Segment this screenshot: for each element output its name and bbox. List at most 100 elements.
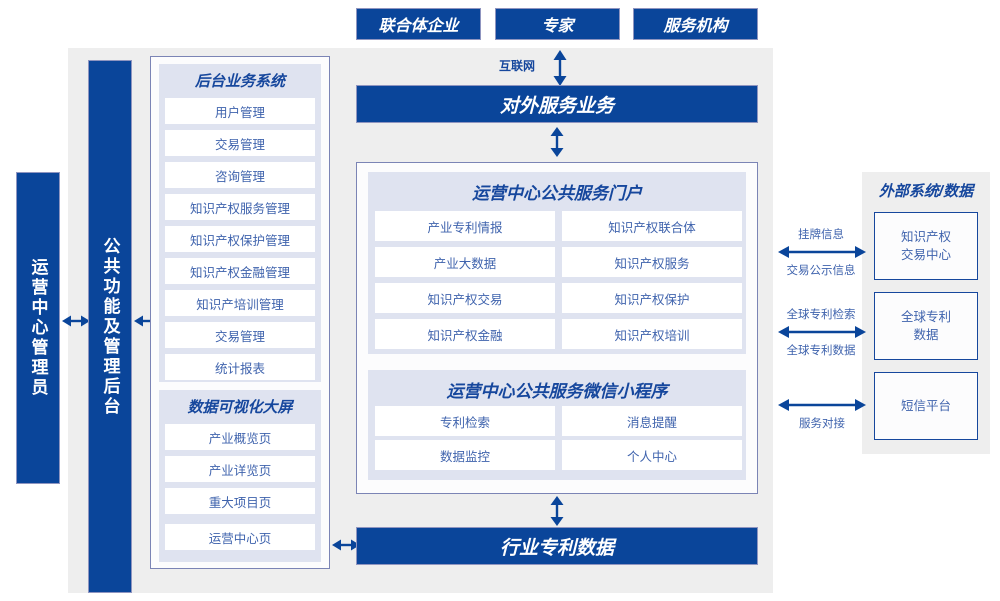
backend-item-2[interactable]: 咨询管理 [165, 162, 315, 188]
backend-item-8-label: 统计报表 [214, 361, 265, 376]
portal-item-0-label: 产业专利情报 [427, 220, 503, 235]
actor-bar-consortium[interactable]: 联合体企业 [356, 8, 481, 40]
actor-bar-service-org-label: 服务机构 [663, 18, 728, 35]
dataviz-title: 数据可视化大屏 [159, 392, 321, 420]
external-connector-1-label-below: 全球专利数据 [774, 342, 868, 358]
portal-to-bottom-arrow-icon [550, 496, 564, 526]
portal-item-4-label: 知识产权交易 [427, 292, 503, 307]
backend-item-0-label: 用户管理 [214, 105, 265, 120]
portal-item-5-label: 知识产权保护 [614, 292, 690, 307]
dataviz-item-0-label: 产业概览页 [208, 431, 272, 446]
backend-item-8[interactable]: 统计报表 [165, 354, 315, 380]
portal-item-2[interactable]: 产业大数据 [375, 247, 555, 277]
external-service-bar[interactable]: 对外服务业务 [356, 85, 758, 123]
external-systems-title: 外部系统/数据 [862, 178, 990, 202]
backend-item-4-label: 知识产权保护管理 [189, 233, 290, 248]
miniprogram-item-0[interactable]: 专利检索 [375, 406, 555, 436]
miniprogram-title-text: 运营中心公共服务微信小程序 [446, 381, 668, 401]
internet-label-text: 互联网 [498, 58, 535, 73]
external-connector-1-arrow-icon [778, 326, 866, 338]
backend-item-0[interactable]: 用户管理 [165, 98, 315, 124]
portal-item-7-label: 知识产权培训 [614, 328, 690, 343]
dataviz-item-1-label: 产业详览页 [208, 463, 272, 478]
backend-item-5[interactable]: 知识产权金融管理 [165, 258, 315, 284]
external-item-0-line2: 交易中心 [900, 248, 951, 262]
backend-item-7[interactable]: 交易管理 [165, 322, 315, 348]
external-connector-0-arrow-icon [778, 246, 866, 258]
external-systems-title-text: 外部系统/数据 [878, 182, 974, 200]
dataviz-item-3[interactable]: 运营中心页 [165, 524, 315, 550]
external-connector-0-label-above: 挂牌信息 [778, 226, 864, 242]
miniprogram-item-2[interactable]: 数据监控 [375, 440, 555, 470]
backend-item-2-label: 咨询管理 [214, 169, 265, 184]
backend-item-6-label: 知识产培训管理 [196, 297, 284, 312]
rail-common-functions-label: 公共功能及管理后台 [100, 236, 120, 417]
miniprogram-item-2-label: 数据监控 [439, 449, 490, 464]
external-connector-0-below-text: 交易公示信息 [786, 265, 856, 277]
miniprogram-item-3-label: 个人中心 [626, 449, 677, 464]
miniprogram-item-1[interactable]: 消息提醒 [562, 406, 742, 436]
actor-bar-expert-label: 专家 [541, 18, 574, 35]
internet-label: 互联网 [487, 55, 547, 75]
external-connector-0-label-below: 交易公示信息 [774, 262, 868, 278]
external-connector-2-below-text: 服务对接 [799, 418, 845, 430]
backend-item-3[interactable]: 知识产权服务管理 [165, 194, 315, 220]
portal-item-6[interactable]: 知识产权金融 [375, 319, 555, 349]
rail-operations-admin-label: 运营中心管理员 [28, 258, 48, 398]
miniprogram-item-1-label: 消息提醒 [626, 415, 677, 430]
external-connector-1-above-text: 全球专利检索 [786, 309, 856, 321]
external-item-1-line2: 数据 [913, 328, 939, 342]
external-connector-1-below-text: 全球专利数据 [786, 345, 856, 357]
portal-item-7[interactable]: 知识产权培训 [562, 319, 742, 349]
backend-item-1-label: 交易管理 [214, 137, 265, 152]
rail-operations-admin[interactable]: 运营中心管理员 [16, 172, 60, 484]
external-connector-0-above-text: 挂牌信息 [798, 229, 844, 241]
actor-bar-expert[interactable]: 专家 [495, 8, 620, 40]
portal-title: 运营中心公共服务门户 [368, 176, 746, 206]
portal-item-1[interactable]: 知识产权联合体 [562, 211, 742, 241]
dataviz-item-1[interactable]: 产业详览页 [165, 456, 315, 482]
miniprogram-item-0-label: 专利检索 [439, 415, 490, 430]
external-connector-2-arrow-icon [778, 399, 866, 411]
dataviz-item-2[interactable]: 重大项目页 [165, 488, 315, 514]
internet-arrow-icon [553, 50, 567, 86]
bottom-bar-industry-patent-data[interactable]: 行业专利数据 [356, 527, 758, 565]
actor-bar-consortium-label: 联合体企业 [378, 18, 459, 35]
dataviz-item-0[interactable]: 产业概览页 [165, 424, 315, 450]
actor-bar-service-org[interactable]: 服务机构 [633, 8, 758, 40]
rail-common-functions[interactable]: 公共功能及管理后台 [88, 60, 132, 593]
backend-to-bottom-arrow-icon [332, 539, 360, 551]
rail1-rail2-arrow-icon [62, 315, 90, 327]
external-item-1-line1: 全球专利 [900, 309, 951, 324]
backend-item-1[interactable]: 交易管理 [165, 130, 315, 156]
external-item-1[interactable]: 全球专利 数据 [874, 292, 978, 360]
backend-item-7-label: 交易管理 [214, 329, 265, 344]
external-item-0-line1: 知识产权 [900, 229, 951, 244]
portal-item-5[interactable]: 知识产权保护 [562, 283, 742, 313]
portal-item-3[interactable]: 知识产权服务 [562, 247, 742, 277]
external-item-0[interactable]: 知识产权 交易中心 [874, 212, 978, 280]
dataviz-item-3-label: 运营中心页 [208, 531, 272, 546]
bottom-bar-label: 行业专利数据 [499, 537, 614, 559]
external-connector-1-label-above: 全球专利检索 [774, 306, 868, 322]
portal-title-text: 运营中心公共服务门户 [472, 183, 642, 203]
miniprogram-item-3[interactable]: 个人中心 [562, 440, 742, 470]
service-to-portal-arrow-icon [550, 127, 564, 157]
backend-item-6[interactable]: 知识产培训管理 [165, 290, 315, 316]
external-item-2[interactable]: 短信平台 [874, 372, 978, 440]
external-connector-2-label-below: 服务对接 [778, 415, 866, 431]
miniprogram-title: 运营中心公共服务微信小程序 [368, 374, 746, 404]
dataviz-item-2-label: 重大项目页 [208, 495, 272, 510]
portal-item-4[interactable]: 知识产权交易 [375, 283, 555, 313]
external-item-2-line1: 短信平台 [900, 398, 951, 413]
backend-item-4[interactable]: 知识产权保护管理 [165, 226, 315, 252]
portal-item-3-label: 知识产权服务 [614, 256, 690, 271]
portal-item-1-label: 知识产权联合体 [608, 220, 696, 235]
backend-system-title: 后台业务系统 [159, 66, 321, 94]
external-service-bar-label: 对外服务业务 [499, 95, 614, 117]
dataviz-title-text: 数据可视化大屏 [187, 398, 293, 416]
backend-item-5-label: 知识产权金融管理 [189, 265, 290, 280]
portal-item-0[interactable]: 产业专利情报 [375, 211, 555, 241]
backend-item-3-label: 知识产权服务管理 [189, 201, 290, 216]
portal-item-2-label: 产业大数据 [433, 256, 497, 271]
